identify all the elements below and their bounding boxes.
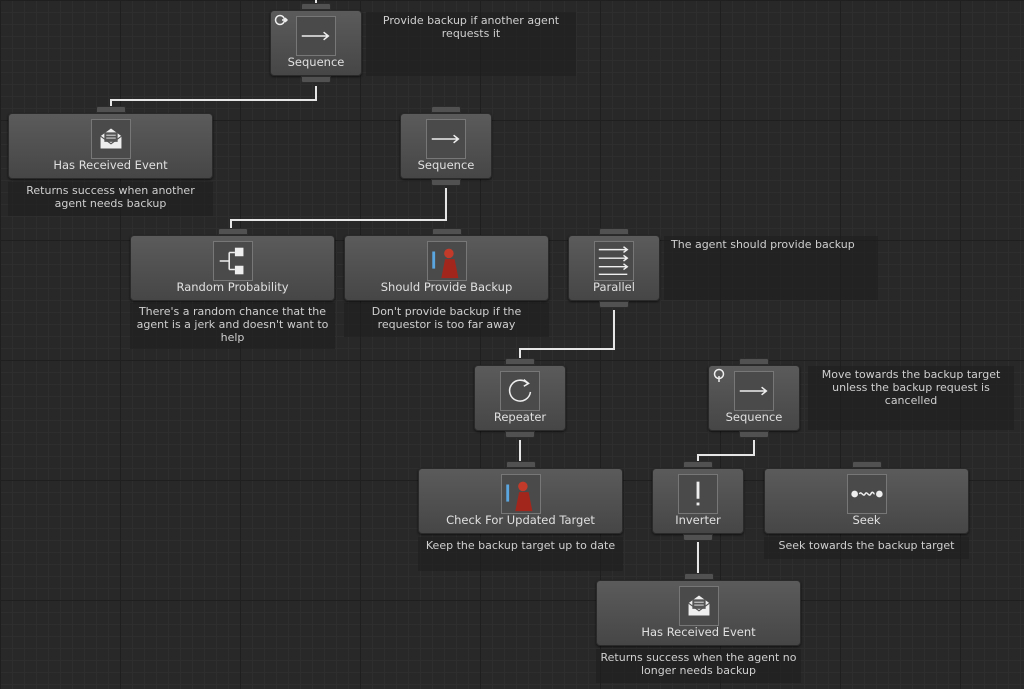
character-portrait: [426, 241, 467, 281]
node-label: Has Received Event: [641, 625, 756, 639]
arrow-right-icon: [426, 119, 466, 159]
node-parallel[interactable]: Parallel: [568, 228, 660, 308]
node-label: Should Provide Backup: [380, 280, 513, 294]
node-sequence-3[interactable]: Sequence: [708, 358, 800, 438]
comment-sequence-3: Move towards the backup target unless th…: [808, 366, 1014, 430]
output-port[interactable]: [505, 431, 535, 438]
node-has-received-event-2[interactable]: Has Received Event: [596, 573, 801, 646]
node-root-sequence[interactable]: Sequence: [270, 3, 362, 83]
node-label: Sequence: [287, 55, 345, 69]
input-port[interactable]: [683, 573, 714, 580]
input-port[interactable]: [431, 106, 461, 113]
node-label: Parallel: [593, 280, 635, 294]
node-label: Random Probability: [176, 280, 289, 294]
node-seek[interactable]: Seek: [764, 461, 969, 534]
output-port[interactable]: [739, 431, 769, 438]
node-has-received-event-1[interactable]: Has Received Event: [8, 106, 213, 179]
wire-seq3-children: [697, 440, 755, 461]
node-random-probability[interactable]: Random Probability: [130, 228, 335, 301]
input-port[interactable]: [851, 461, 882, 468]
comment-has-received-event-2: Returns success when the agent no longer…: [596, 649, 801, 683]
input-port[interactable]: [217, 228, 248, 235]
comment-seek: Seek towards the backup target: [764, 537, 969, 559]
node-label: Seek: [852, 513, 881, 527]
repeat-icon: [500, 371, 540, 411]
exclamation-icon: [678, 474, 718, 514]
node-repeater[interactable]: Repeater: [474, 358, 566, 438]
seek-path-icon: [846, 474, 887, 514]
arrow-right-icon: [734, 371, 774, 411]
output-port[interactable]: [431, 179, 461, 186]
node-label: Sequence: [725, 410, 783, 424]
node-label: Repeater: [493, 410, 547, 424]
branch-icon: [212, 241, 253, 281]
input-port[interactable]: [431, 228, 462, 235]
node-label: Sequence: [417, 158, 475, 172]
input-port[interactable]: [599, 228, 629, 235]
parallel-arrows-icon: [594, 241, 634, 281]
input-port[interactable]: [505, 358, 535, 365]
input-port[interactable]: [505, 461, 536, 468]
abort-lower-priority-icon: [274, 14, 288, 26]
node-inverter[interactable]: Inverter: [652, 461, 744, 541]
node-check-updated-target[interactable]: Check For Updated Target: [418, 461, 623, 534]
arrow-right-icon: [296, 16, 336, 56]
input-port[interactable]: [95, 106, 126, 113]
wire-parallel-children: [519, 310, 615, 358]
node-sequence-2[interactable]: Sequence: [400, 106, 492, 186]
comment-check-updated-target: Keep the backup target up to date: [418, 537, 623, 571]
node-label: Has Received Event: [53, 158, 168, 172]
wire-seq2-children: [230, 188, 447, 228]
input-port[interactable]: [739, 358, 769, 365]
comment-parallel: The agent should provide backup: [664, 236, 878, 300]
comment-random-probability: There's a random chance that the agent i…: [130, 303, 335, 349]
envelope-icon: [678, 586, 719, 626]
abort-self-icon: [713, 368, 725, 382]
output-port[interactable]: [599, 301, 629, 308]
input-port[interactable]: [301, 3, 331, 10]
character-portrait: [500, 474, 541, 514]
output-port[interactable]: [683, 534, 713, 541]
comment-has-received-event-1: Returns success when another agent needs…: [8, 182, 213, 216]
comment-should-provide-backup: Don't provide backup if the requestor is…: [344, 303, 549, 337]
comment-root-sequence: Provide backup if another agent requests…: [366, 12, 576, 76]
wire-root-children: [110, 86, 317, 106]
output-port[interactable]: [301, 76, 331, 83]
node-label: Check For Updated Target: [446, 513, 595, 527]
envelope-icon: [90, 119, 131, 159]
node-should-provide-backup[interactable]: Should Provide Backup: [344, 228, 549, 301]
node-label: Inverter: [675, 513, 721, 527]
input-port[interactable]: [683, 461, 713, 468]
